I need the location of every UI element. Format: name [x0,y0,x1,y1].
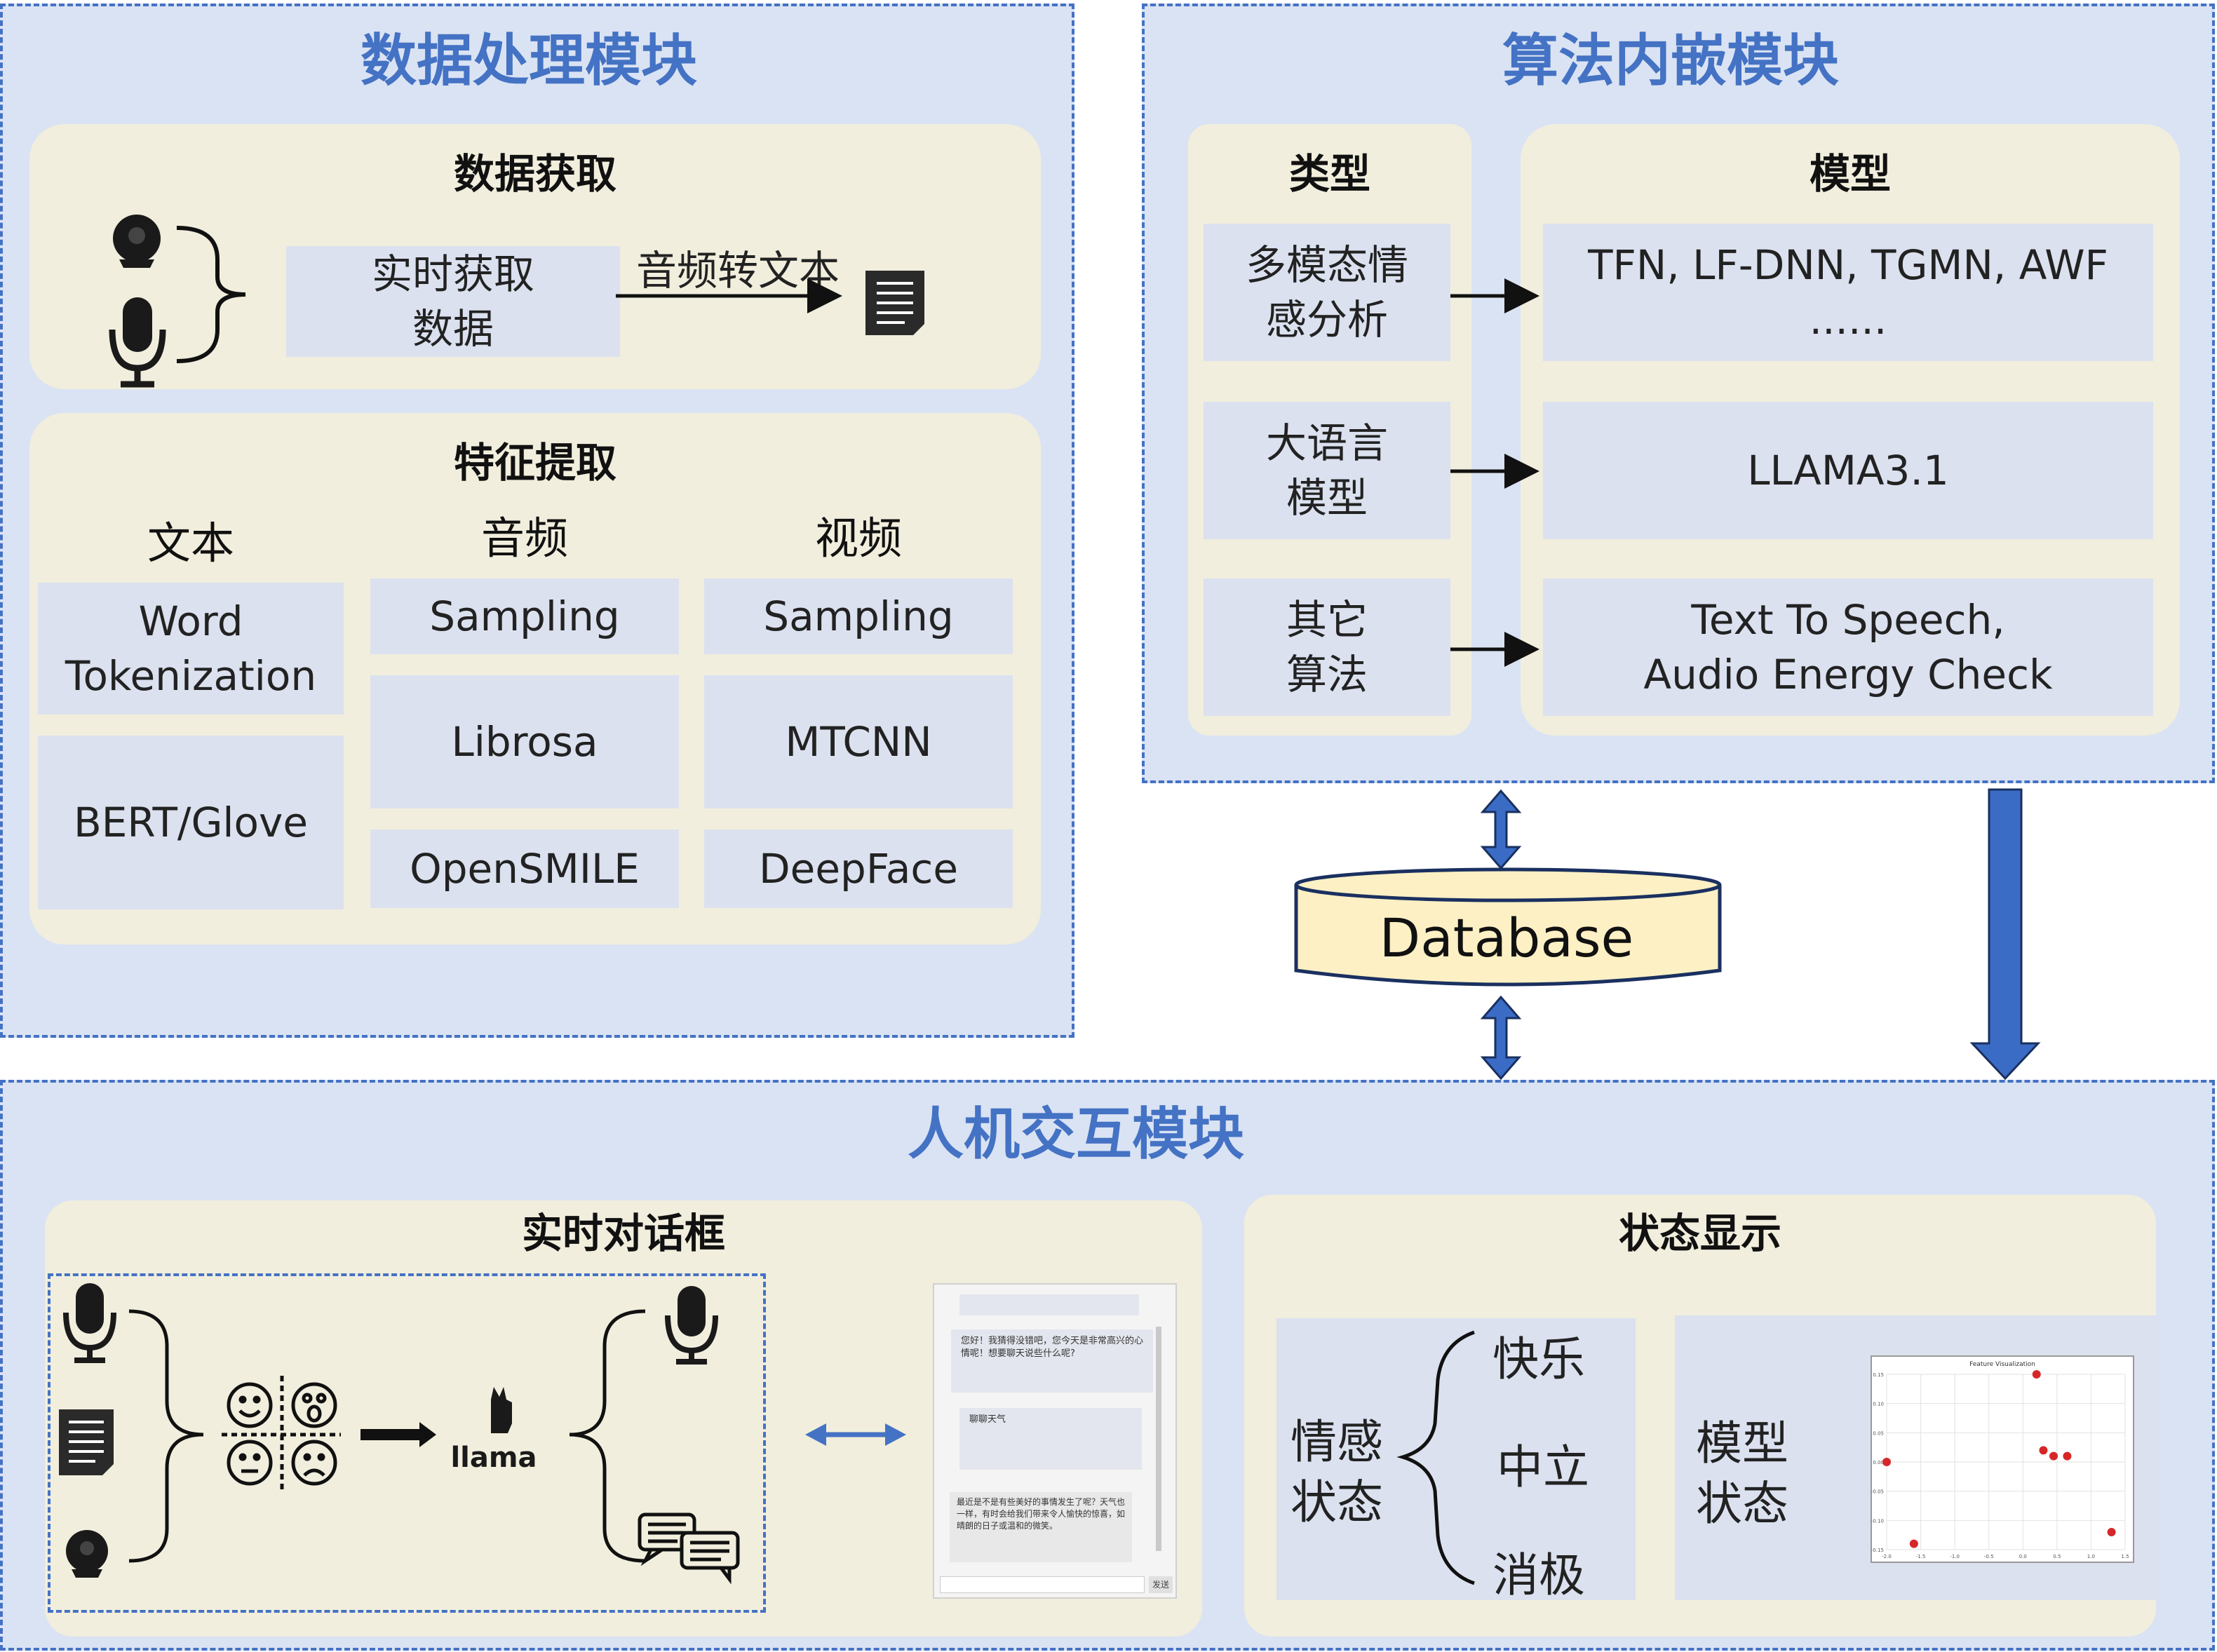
y-tick-label: -0.10 [1871,1518,1884,1524]
microphone-icon [109,297,166,388]
x-tick-label: -1.0 [1950,1554,1960,1559]
dialog-title: 实时对话框 [521,1210,725,1257]
chat-message-bot: 您好！我猜得没错吧，您今天是非常高兴的心情呢！想要聊天说些什么呢? [951,1329,1153,1393]
algo-to-hci-arrow [1969,788,2041,1081]
data-processing-module: 数据处理模块 数据获取 实时获取 数据 音频转文本 特征提取 文本 音频 视频 … [0,4,1074,1038]
emotion-neutral: 中立 [1497,1440,1589,1494]
video-feature-item: Sampling [704,578,1013,654]
chat-input-area[interactable]: 最近是不是有些美好的事情发生了呢？天气也一样，有时会给我们带来令人愉快的惊喜，如… [950,1492,1132,1562]
audio-feature-item: Sampling [370,578,679,654]
chat-message-user: 聊聊天气 [959,1408,1142,1470]
audio-feature-item: Librosa [370,675,679,808]
scatter-point [2107,1528,2116,1536]
type-cell: 大语言 模型 [1204,402,1450,539]
microphone-icon [63,1283,116,1363]
scatter-point [2063,1451,2072,1461]
emotion-negative: 消极 [1492,1548,1585,1602]
scatter-point [1909,1539,1918,1548]
y-tick-label: 0.05 [1873,1430,1884,1436]
llama-text: llama [450,1442,537,1474]
y-tick-label: 0.10 [1873,1402,1884,1407]
acquisition-panel: 数据获取 实时获取 数据 音频转文本 [29,124,1041,389]
x-tick-label: -1.5 [1916,1554,1926,1559]
chat-text-field[interactable] [940,1576,1145,1593]
webcam-icon [66,1530,108,1578]
data-module-title: 数据处理模块 [360,28,697,93]
emotion-faces-icon [222,1376,341,1494]
video-feature-item: DeepFace [704,830,1013,908]
dialog-chat-double-arrow [805,1423,906,1446]
acquisition-title: 数据获取 [453,150,616,198]
x-tick-label: 0.5 [2053,1554,2061,1559]
type-cell: 多模态情 感分析 [1204,224,1450,361]
x-tick-label: 1.0 [2087,1554,2095,1559]
models-panel: 模型 TFN, LF-DNN, TGMN, AWF ...... LLAMA3.… [1521,124,2180,736]
model-cell: TFN, LF-DNN, TGMN, AWF ...... [1543,224,2153,361]
algo-database-double-arrow [1480,789,1522,870]
hci-module: 人机交互模块 实时对话框 您好！我猜得没错吧，您今天是非常高兴的心情呢！想要聊天… [0,1080,2215,1651]
types-panel: 类型 多模态情 感分析 大语言 模型 其它 算法 [1188,124,1471,736]
algorithm-module: 算法内嵌模块 类型 多模态情 感分析 大语言 模型 其它 算法 模型 TFN, … [1142,4,2215,783]
y-tick-label: -0.15 [1871,1548,1884,1553]
video-column-header: 视频 [814,513,902,564]
algo-module-title: 算法内嵌模块 [1502,28,1839,93]
text-column-header: 文本 [147,517,234,569]
audio-column-header: 音频 [480,513,568,564]
plot-title: Feature Visualization [1969,1361,2035,1368]
realtime-acquisition-box: 实时获取 数据 [286,246,620,357]
speech-to-text-label: 音频转文本 [635,247,840,294]
scatter-point [2039,1446,2048,1455]
model-cell: LLAMA3.1 [1543,402,2153,539]
chat-window: 您好！我猜得没错吧，您今天是非常高兴的心情呢！想要聊天说些什么呢? 聊聊天气 最… [933,1283,1177,1599]
document-icon [59,1409,114,1475]
x-tick-label: -2.0 [1882,1554,1892,1559]
scatter-point [2049,1451,2058,1461]
status-title: 状态显示 [1618,1210,1781,1257]
acquisition-brace [176,226,246,363]
database-cylinder [1294,867,1722,987]
webcam-icon [113,215,161,268]
text-feature-item: BERT/Glove [38,736,344,909]
scatter-point [1882,1458,1891,1466]
chat-scrollbar[interactable] [1156,1327,1161,1551]
database-hci-double-arrow [1480,995,1522,1081]
x-tick-label: 0.0 [2019,1554,2027,1559]
audio-feature-item: OpenSMILE [370,830,679,908]
feature-scatter-plot: Feature Visualization -2.0 -1.5 -1.0 -0.5 0.… [1871,1355,2134,1563]
text-feature-item: Word Tokenization [38,583,344,715]
types-title: 类型 [1288,150,1370,198]
model-cell: Text To Speech, Audio Energy Check [1543,578,2153,716]
feature-extraction-panel: 特征提取 文本 音频 视频 Word Tokenization BERT/Glo… [29,413,1041,945]
document-icon [865,271,924,335]
send-button[interactable]: 发送 [1149,1576,1173,1593]
feature-title: 特征提取 [453,439,616,487]
microphone-icon [665,1286,718,1365]
hci-module-title: 人机交互模块 [908,1102,1244,1167]
y-tick-label: 0.00 [1873,1460,1884,1465]
emotion-happy: 快乐 [1492,1332,1585,1386]
video-feature-item: MTCNN [704,675,1013,808]
emotion-state-label: 情感 状态 [1291,1415,1383,1529]
x-tick-label: 1.5 [2121,1554,2129,1559]
faces-to-llama-arrow [360,1422,436,1447]
output-brace [569,1309,646,1563]
emotion-state-box [1276,1318,1636,1600]
model-state-label: 模型 状态 [1696,1416,1788,1531]
type-cell: 其它 算法 [1204,578,1450,716]
dialog-panel: 实时对话框 您好！我猜得没错吧，您今天是非常高兴的心情呢！想要聊天说些什么呢? … [45,1200,1202,1637]
database-label: Database [1379,907,1634,969]
input-brace [128,1309,204,1563]
scatter-point [2032,1370,2041,1379]
llama-icon: llama [450,1387,537,1474]
y-tick-label: -0.05 [1871,1489,1884,1495]
models-title: 模型 [1809,150,1891,198]
x-tick-label: -0.5 [1984,1554,1994,1559]
emotion-brace [1396,1330,1475,1585]
y-tick-label: 0.15 [1873,1372,1884,1378]
chat-top-bar [959,1294,1139,1315]
chat-bubbles-icon [638,1512,740,1585]
dialog-input-group [48,1273,766,1613]
